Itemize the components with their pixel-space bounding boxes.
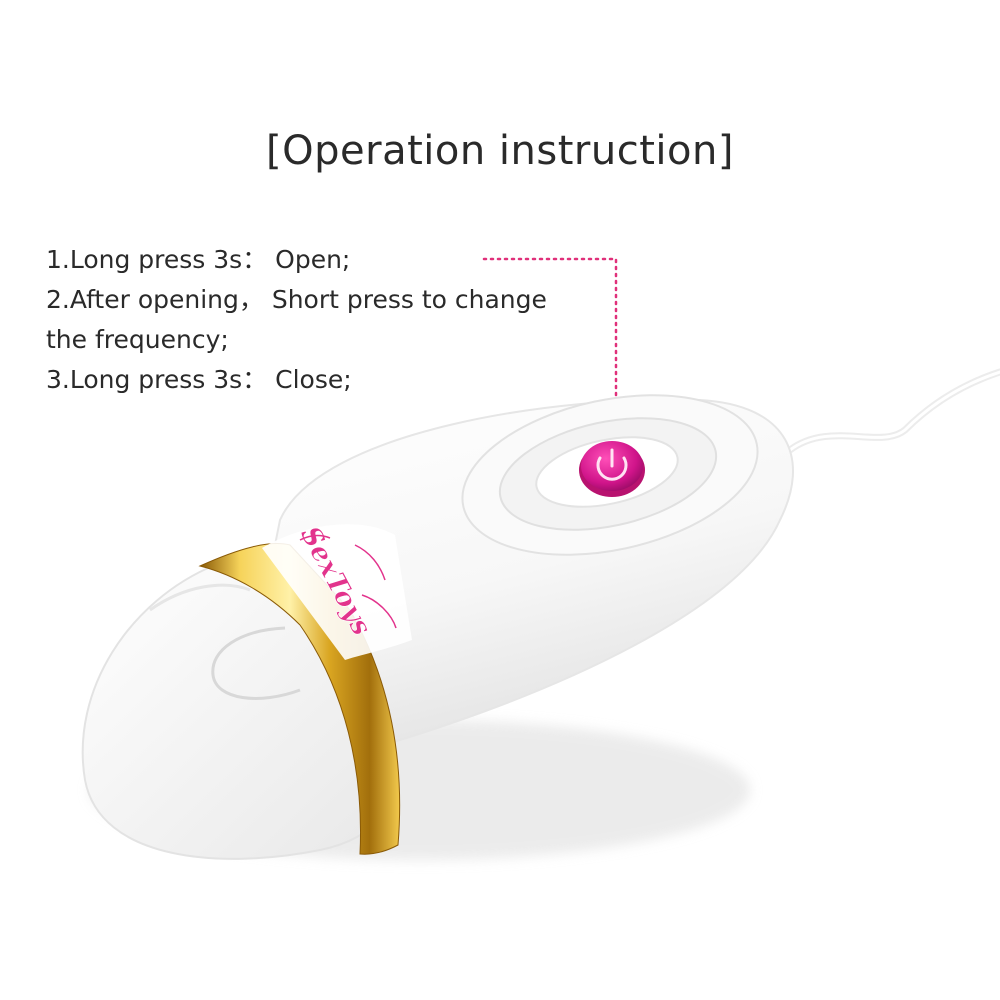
power-icon bbox=[596, 448, 628, 481]
power-button[interactable] bbox=[579, 441, 645, 497]
leader-line bbox=[482, 257, 618, 450]
instruction-list: 1.Long press 3s： Open; 2.After opening， … bbox=[46, 240, 646, 400]
instruction-line-2: 2.After opening， Short press to change bbox=[46, 285, 547, 314]
page-title: [Operation instruction] bbox=[266, 128, 734, 174]
instruction-line-4: 3.Long press 3s： Close; bbox=[46, 365, 352, 394]
instruction-line-3: the frequency; bbox=[46, 325, 229, 354]
instruction-line-1: 1.Long press 3s： Open; bbox=[46, 245, 351, 274]
